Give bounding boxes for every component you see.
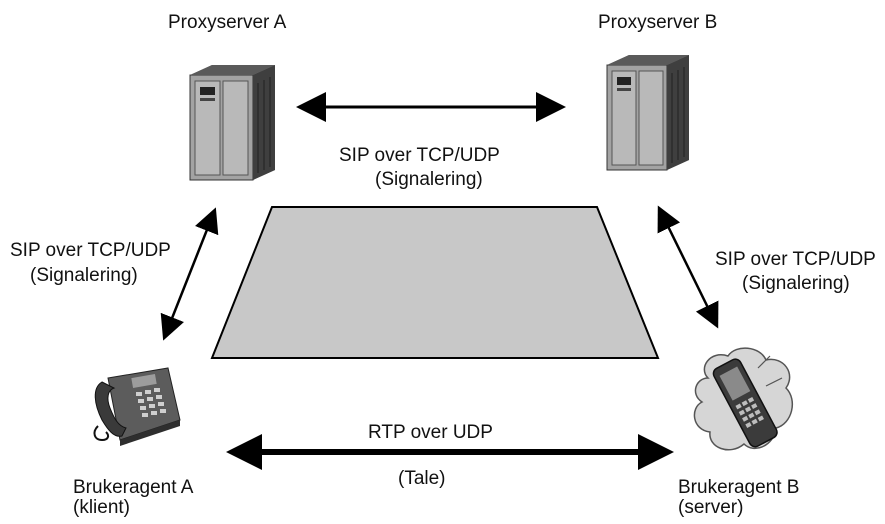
agent-b-label: Brukeragent B — [678, 477, 800, 498]
proxy-b-label: Proxyserver B — [598, 12, 718, 33]
agent-a-label: Brukeragent A — [73, 477, 194, 498]
server-icon — [606, 55, 689, 171]
proxy-b-agent-link-protocol: SIP over TCP/UDP — [715, 249, 876, 270]
proxy-link-protocol: SIP over TCP/UDP — [339, 145, 500, 166]
proxy-a-agent-link-protocol: SIP over TCP/UDP — [10, 240, 171, 261]
proxy-link-role: (Signalering) — [375, 169, 483, 190]
agent-a-sublabel: (klient) — [73, 497, 131, 518]
agent-link-role: (Tale) — [398, 468, 446, 489]
arrow-proxy-a-to-agent-a — [160, 207, 219, 341]
arrow-proxy-b-to-agent-b — [657, 205, 719, 329]
desk-phone-icon — [93, 367, 181, 446]
network-trapezoid — [210, 206, 660, 359]
agent-link-protocol: RTP over UDP — [368, 422, 493, 443]
mobile-phone-icon — [693, 347, 794, 451]
proxy-a-label: Proxyserver A — [168, 12, 287, 33]
proxy-b-agent-link-role: (Signalering) — [742, 273, 850, 294]
agent-b-sublabel: (server) — [678, 497, 744, 518]
proxy-a-agent-link-role: (Signalering) — [30, 265, 138, 286]
server-icon — [189, 65, 275, 181]
